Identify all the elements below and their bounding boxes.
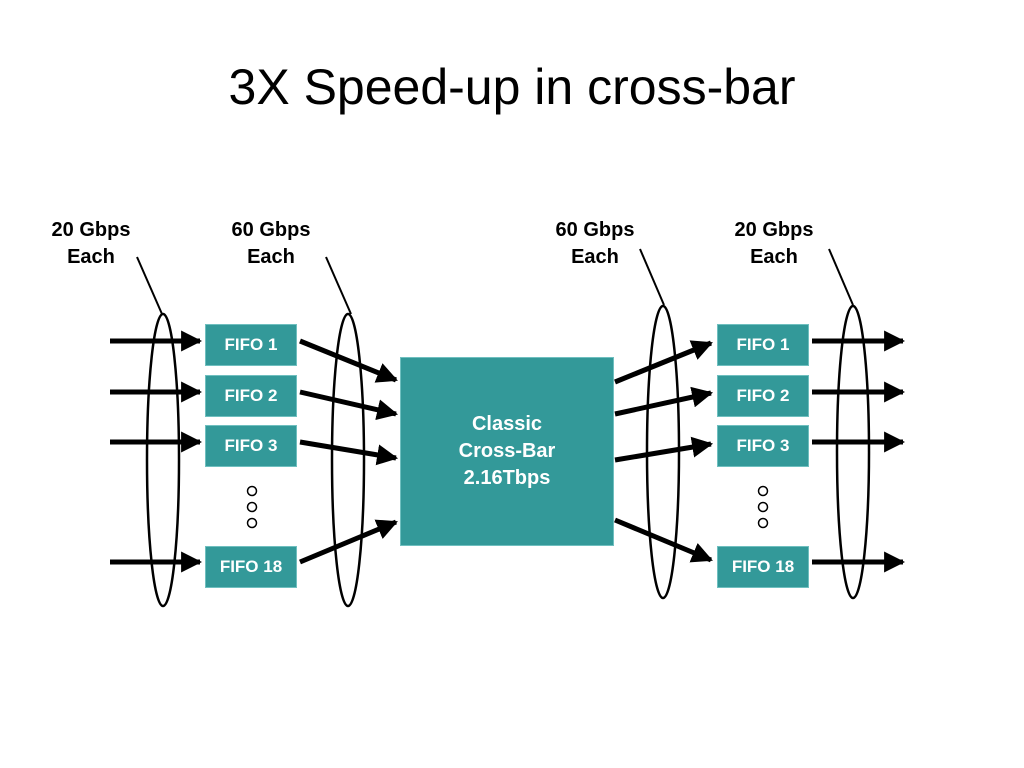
leader-line	[325, 256, 352, 315]
output-crossbar-group-ellipse	[645, 304, 681, 600]
output-line-rate-label: 20 Gbps Each	[719, 217, 829, 271]
output-crossbar-arrow	[614, 340, 713, 385]
rate-text: 60 Gbps	[555, 219, 635, 241]
ellipsis-dot	[757, 485, 769, 497]
each-text: Each	[571, 246, 619, 268]
leader-line	[828, 248, 854, 306]
output-fifo-rate-label: 60 Gbps Each	[540, 217, 650, 271]
input-line-group-ellipse	[145, 312, 181, 608]
crossbar-box: Classic Cross-Bar 2.16Tbps	[400, 357, 614, 546]
input-fifo-3: FIFO 3	[205, 425, 297, 467]
ellipsis-dot	[757, 517, 769, 529]
rate-text: 20 Gbps	[51, 219, 131, 241]
ellipsis-dot	[246, 501, 258, 513]
leader-line	[136, 256, 163, 315]
input-fifo-1: FIFO 1	[205, 324, 297, 366]
crossbar-line-2: Cross-Bar	[458, 440, 556, 462]
input-fifo-arrow	[299, 338, 398, 383]
each-text: Each	[247, 246, 295, 268]
rate-text: 20 Gbps	[734, 219, 814, 241]
ellipsis-dot	[757, 501, 769, 513]
input-fifo-group-ellipse	[330, 312, 366, 608]
output-fifo-3: FIFO 3	[717, 425, 809, 467]
output-fifo-18: FIFO 18	[717, 546, 809, 588]
input-fifo-arrow	[299, 439, 399, 466]
crossbar-line-1: Classic	[471, 413, 543, 435]
ellipsis-dot	[246, 517, 258, 529]
ellipsis-dot	[246, 485, 258, 497]
each-text: Each	[750, 246, 798, 268]
crossbar-line-3: 2.16Tbps	[463, 467, 551, 489]
output-fifo-2: FIFO 2	[717, 375, 809, 417]
rate-text: 60 Gbps	[231, 219, 311, 241]
input-fifo-arrow	[299, 389, 399, 421]
output-fifo-1: FIFO 1	[717, 324, 809, 366]
input-line-rate-label: 20 Gbps Each	[36, 217, 146, 271]
output-crossbar-arrow	[614, 436, 714, 463]
input-fifo-18: FIFO 18	[205, 546, 297, 588]
output-crossbar-arrow	[614, 386, 714, 417]
leader-line	[639, 248, 665, 306]
input-fifo-arrow	[299, 519, 398, 565]
output-line-group-ellipse	[835, 304, 871, 600]
slide-title: 3X Speed-up in cross-bar	[228, 59, 796, 115]
input-fifo-2: FIFO 2	[205, 375, 297, 417]
each-text: Each	[67, 246, 115, 268]
input-fifo-rate-label: 60 Gbps Each	[216, 217, 326, 271]
output-crossbar-arrow	[614, 517, 713, 563]
